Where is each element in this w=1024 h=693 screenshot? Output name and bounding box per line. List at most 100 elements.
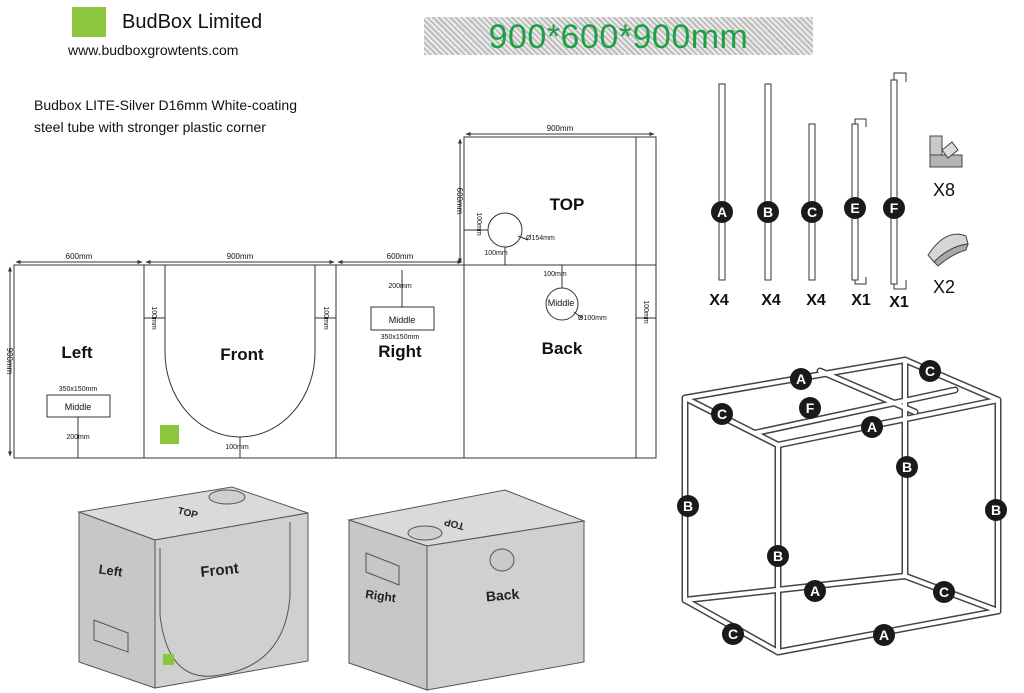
frame-letter-a-bottom-back: A <box>810 583 820 599</box>
rod-c-letter: C <box>807 204 817 220</box>
panel-back-label: Back <box>542 339 583 358</box>
left-vent-label: Middle <box>65 402 92 412</box>
back-hole-label: Middle <box>548 298 575 308</box>
dim-right-width-label: 600mm <box>387 252 414 261</box>
back-hole-diameter-label: Ø100mm <box>578 315 607 322</box>
rod-e-qty: X1 <box>851 292 871 309</box>
frame-assembly <box>681 356 1002 656</box>
dim-front-width-label: 900mm <box>227 252 254 261</box>
brand-url: www.budboxgrowtents.com <box>68 42 239 58</box>
frame-badge-a-bottom-front <box>873 624 895 646</box>
rod-a-badge <box>711 201 733 223</box>
front-left-gap-label: 100mm <box>150 306 157 330</box>
description-line-1: Budbox LITE-Silver D16mm White-coating <box>34 97 297 113</box>
frame-letter-b-front: B <box>773 548 783 564</box>
right-vent-label: Middle <box>389 315 416 325</box>
box2-back-hole <box>489 548 515 572</box>
right-vent-size-label: 350x150mm <box>381 334 420 341</box>
top-hole-gap-x-label: 100mm <box>475 212 482 236</box>
top-hole-leader <box>517 235 529 241</box>
left-vent-offset-label: 200mm <box>66 434 90 441</box>
brand-name: BudBox Limited <box>122 11 263 33</box>
product-description: Budbox LITE-Silver D16mm White-coating s… <box>34 94 297 138</box>
frame-badge-b-right-back <box>896 456 918 478</box>
frame-badge-b-left <box>677 495 699 517</box>
rod-a-letter: A <box>717 204 727 220</box>
panel-strip-outline <box>13 264 657 459</box>
clip-qty: X2 <box>933 277 955 297</box>
dim-top-depth-label: 600mm <box>455 188 464 215</box>
left-vent-size-label: 350x150mm <box>59 386 98 393</box>
rod-b-badge <box>757 201 779 223</box>
size-banner: 900*600*900mm <box>424 17 813 56</box>
box2-top-label: TOP <box>443 516 466 532</box>
rod-f-letter: F <box>890 200 899 216</box>
frame-letter-f: F <box>806 400 815 416</box>
front-bottom-label: 100mm <box>225 444 249 451</box>
back-hole-leader <box>573 311 583 319</box>
corner-connector-icon <box>929 135 963 168</box>
corner-qty: X8 <box>933 180 955 200</box>
brand-logo <box>72 7 106 37</box>
frame-letter-a-mid: A <box>867 419 877 435</box>
frame-letter-c-top-left: C <box>717 406 727 422</box>
top-hole <box>487 212 523 248</box>
frame-badge-c-bottom-left <box>722 623 744 645</box>
rod-f-badge <box>883 197 905 219</box>
rod-e-badge <box>844 197 866 219</box>
box2-back-label: Back <box>485 586 520 605</box>
rod-f-hook-bottom <box>893 280 907 290</box>
frame-letter-c-top-right: C <box>925 363 935 379</box>
frame-badge-b-right <box>985 499 1007 521</box>
box1-left-face <box>78 511 156 689</box>
rod-e-letter: E <box>850 200 859 216</box>
tent-3d-front-view <box>77 486 309 689</box>
rod-e-hook-top <box>854 118 867 127</box>
front-logo <box>160 425 179 444</box>
rod-a <box>718 83 726 281</box>
box1-top-hole <box>208 489 246 505</box>
frame-badge-a-top <box>790 368 812 390</box>
panel-top-label: TOP <box>550 195 585 214</box>
rod-f-hook-top <box>893 72 907 82</box>
panel-left-label: Left <box>61 343 93 362</box>
rod-a-qty: X4 <box>709 292 729 309</box>
rod-c-qty: X4 <box>806 292 826 309</box>
box1-vent <box>93 619 129 653</box>
frame-badge-a-bottom-back <box>804 580 826 602</box>
frame-badge-b-front <box>767 545 789 567</box>
rod-c-badge <box>801 201 823 223</box>
frame-letter-c-bottom-right: C <box>939 584 949 600</box>
box2-right-label: Right <box>364 587 396 605</box>
parts-rods <box>718 72 907 290</box>
box2-vent <box>365 552 400 586</box>
frame-badge-c-bottom-right <box>933 581 955 603</box>
box1-front-label: Front <box>200 560 240 581</box>
front-right-gap-label: 100mm <box>322 306 329 330</box>
top-hole-diameter-label: Ø154mm <box>526 235 555 242</box>
rod-e-hook-bottom <box>854 277 867 285</box>
right-vent-offset-label: 200mm <box>388 283 412 290</box>
rod-b-letter: B <box>763 204 773 220</box>
rod-f-qty: X1 <box>889 294 909 311</box>
tent-3d-back-view <box>347 489 586 691</box>
box1-top-label: TOP <box>176 506 199 522</box>
frame-badge-c-top-right <box>919 360 941 382</box>
box2-top-hole <box>407 525 443 541</box>
tent-flat-layout <box>8 132 657 459</box>
box1-front-face <box>154 512 309 689</box>
panel-front-label: Front <box>220 345 264 364</box>
description-line-2: steel tube with stronger plastic corner <box>34 119 266 135</box>
frame-letter-b-left: B <box>683 498 693 514</box>
frame-badge-a-mid <box>861 416 883 438</box>
back-top-gap-label: 100mm <box>543 271 567 278</box>
dim-height-label: 900mm <box>5 348 14 375</box>
rod-f <box>890 79 898 285</box>
frame-letter-c-bottom-left: C <box>728 626 738 642</box>
box2-back-face <box>426 520 585 691</box>
rod-b <box>764 83 772 281</box>
frame-badge-c-top-left <box>711 403 733 425</box>
panel-right-label: Right <box>378 342 422 361</box>
rod-b-qty: X4 <box>761 292 781 309</box>
